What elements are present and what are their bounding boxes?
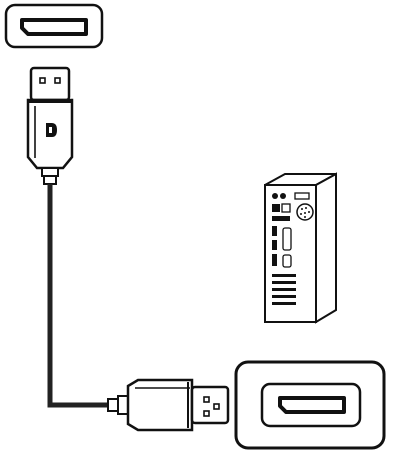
displayport-cable-icon [47,184,120,408]
computer-tower-icon [264,172,337,324]
displayport-port-icon [234,360,386,450]
displayport-connector-icon [107,378,230,432]
displayport-logo-icon [46,123,57,137]
displayport-connector-icon [26,66,74,185]
displayport-port-icon [4,3,104,49]
